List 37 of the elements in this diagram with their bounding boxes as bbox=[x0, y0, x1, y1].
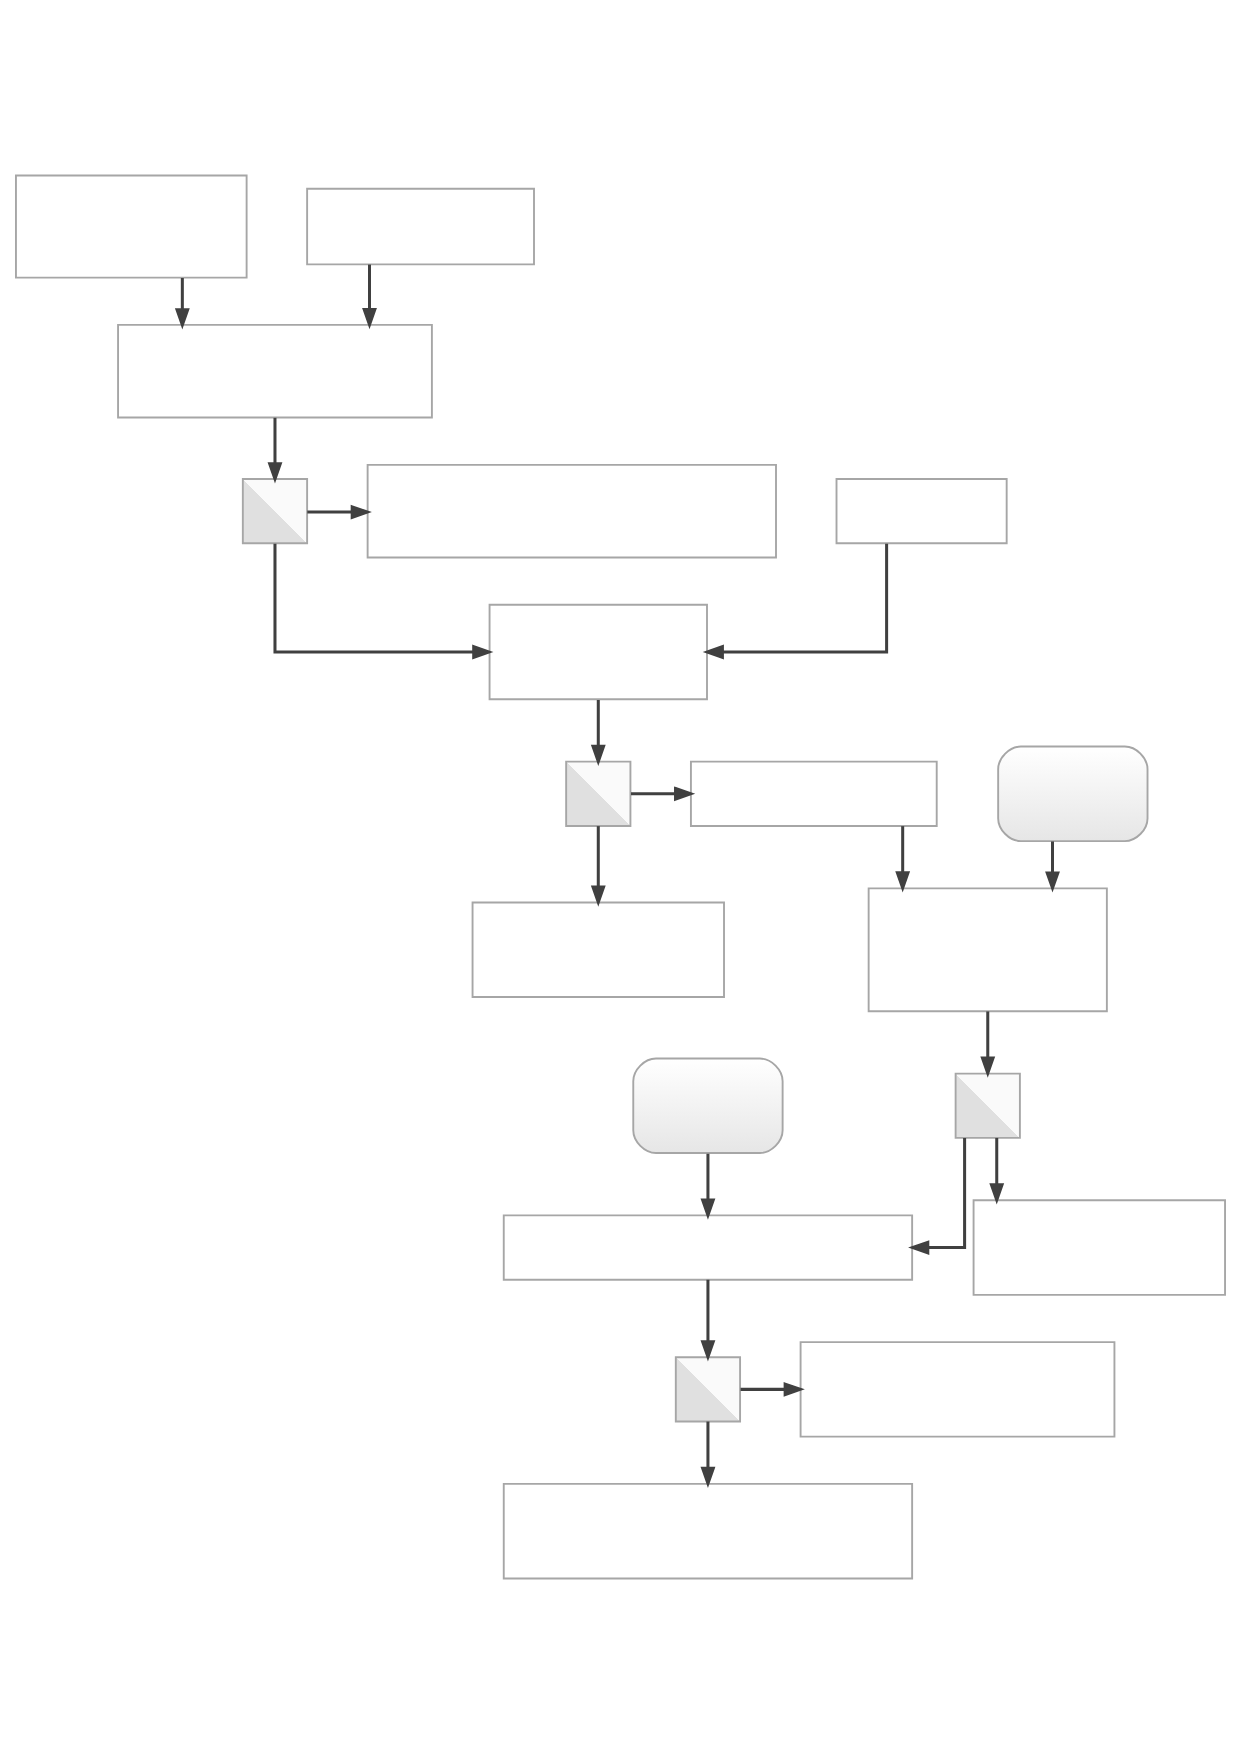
node-box bbox=[15, 174, 248, 279]
node-box bbox=[366, 463, 777, 559]
node-box bbox=[471, 901, 725, 998]
node-square bbox=[241, 478, 309, 545]
arrow bbox=[307, 504, 372, 520]
arrow bbox=[590, 700, 606, 767]
node-square bbox=[954, 1072, 1021, 1139]
node-box bbox=[690, 760, 938, 827]
node-box bbox=[835, 478, 1008, 545]
node-box bbox=[972, 1199, 1226, 1296]
arrow bbox=[702, 543, 889, 660]
arrow bbox=[700, 1279, 716, 1362]
arrow bbox=[908, 1137, 967, 1255]
arrow bbox=[631, 786, 696, 802]
node-square bbox=[674, 1356, 742, 1423]
node-capsule bbox=[632, 1057, 784, 1154]
arrow bbox=[895, 826, 911, 893]
node-box bbox=[306, 187, 535, 266]
arrow bbox=[700, 1421, 716, 1489]
arrow bbox=[590, 826, 606, 907]
node-square bbox=[565, 760, 632, 827]
node-capsule bbox=[997, 745, 1149, 843]
arrow bbox=[700, 1153, 716, 1220]
node-box bbox=[502, 1482, 914, 1580]
node-box bbox=[799, 1341, 1116, 1438]
arrow bbox=[980, 1011, 996, 1078]
node-box bbox=[488, 603, 708, 701]
node-box bbox=[502, 1214, 914, 1281]
arrow bbox=[267, 417, 283, 484]
arrow bbox=[740, 1381, 805, 1397]
arrow bbox=[989, 1137, 1005, 1205]
arrow bbox=[174, 278, 190, 330]
node-box bbox=[117, 324, 433, 419]
node-box bbox=[867, 887, 1108, 1013]
arrow bbox=[1045, 841, 1060, 893]
arrow bbox=[362, 264, 377, 330]
arrow bbox=[273, 543, 494, 660]
